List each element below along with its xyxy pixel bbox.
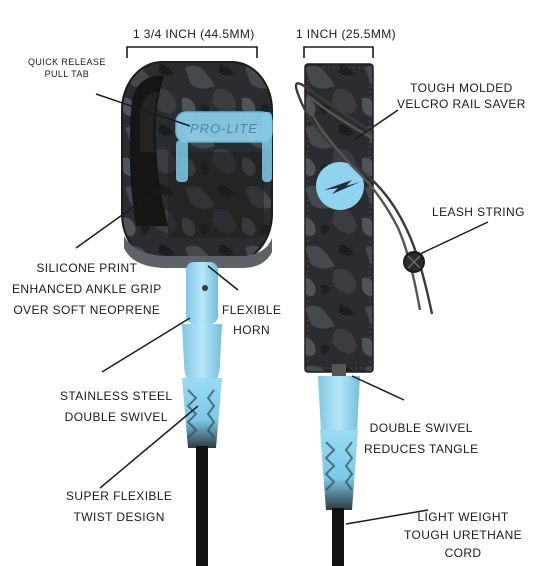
silicone-print-label: SILICONE PRINT ENHANCED ANKLE GRIP OVER …: [12, 261, 162, 317]
twist-design-label: SUPER FLEXIBLE TWIST DESIGN: [66, 489, 173, 524]
rail-saver: [304, 63, 374, 373]
ankle-cuff: PRO-LITE: [121, 61, 273, 268]
rail-width-bracket: [303, 46, 374, 58]
leash-string-label: LEASH STRING: [432, 205, 525, 219]
rail-saver-label: TOUGH MOLDED VELCRO RAIL SAVER: [397, 81, 526, 111]
rail-width-label: 1 INCH (25.5MM): [296, 27, 397, 41]
callout-lines: [75, 93, 489, 525]
urethane-cord-label: LIGHT WEIGHT TOUGH URETHANE CORD: [404, 510, 523, 560]
quick-release-label: QUICK RELEASE PULL TAB: [28, 57, 106, 79]
left-horn-swivel: [182, 262, 222, 566]
ankle-width-bracket: [126, 46, 258, 58]
leash-string: [294, 82, 434, 315]
ankle-width-label: 1 3/4 INCH (44.5MM): [133, 27, 255, 41]
double-swivel-label: DOUBLE SWIVEL REDUCES TANGLE: [364, 421, 479, 456]
flexible-horn-label: FLEXIBLE HORN: [222, 303, 282, 337]
stainless-swivel-label: STAINLESS STEEL DOUBLE SWIVEL: [60, 389, 173, 424]
strap-brand-print: PRO-LITE: [190, 121, 258, 136]
right-horn-swivel: [318, 364, 360, 566]
